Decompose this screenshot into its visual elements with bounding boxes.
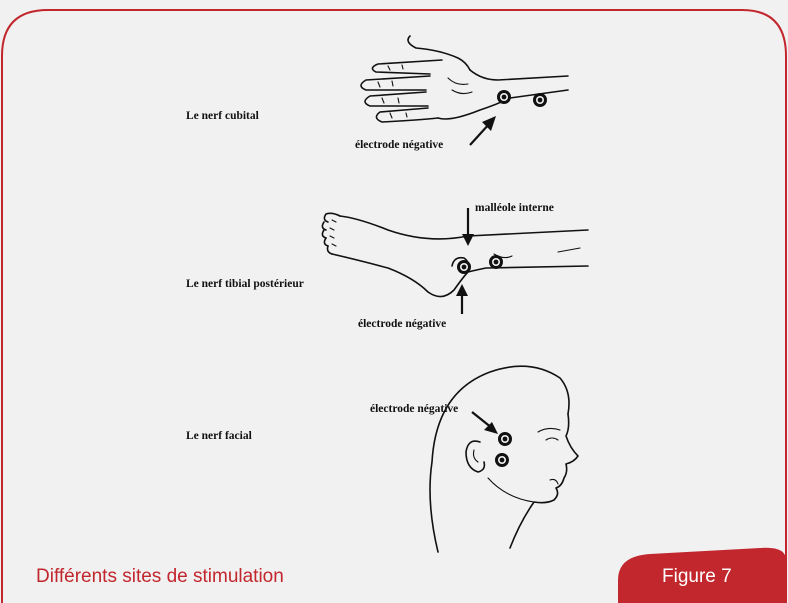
figure-number: Figure 7: [662, 566, 732, 588]
site-label-facial: Le nerf facial: [186, 430, 252, 442]
electrode-label-cubital: électrode négative: [355, 139, 443, 151]
site-label-cubital: Le nerf cubital: [186, 110, 259, 122]
malleolus-label: malléole interne: [475, 202, 554, 214]
electrode-label-tibial: électrode négative: [358, 318, 446, 330]
figure-caption: Différents sites de stimulation: [36, 566, 284, 588]
head-icon: [410, 352, 600, 562]
site-label-tibial: Le nerf tibial postérieur: [186, 278, 304, 290]
electrode-label-facial: électrode négative: [370, 403, 458, 415]
foot-icon: [318, 200, 598, 320]
